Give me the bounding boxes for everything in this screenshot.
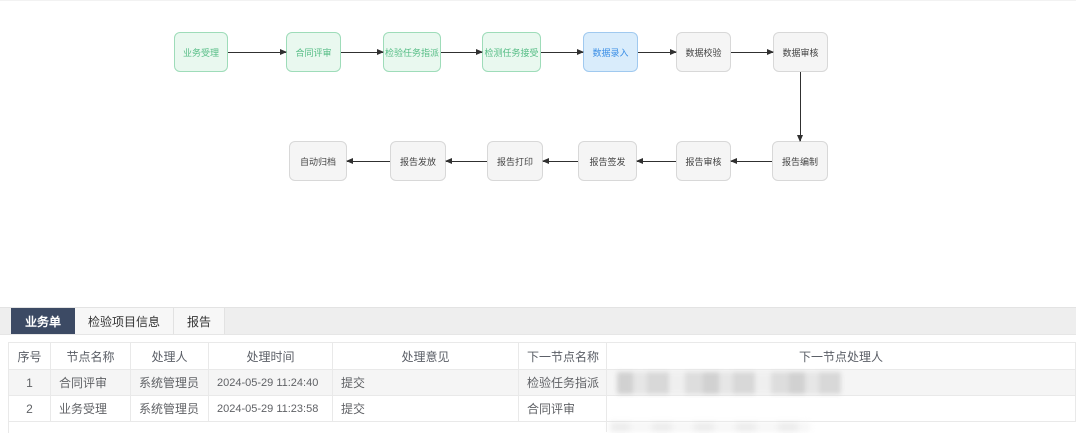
table-row[interactable]: 2 业务受理 系统管理员 2024-05-29 11:23:58 提交 合同评审	[8, 395, 1076, 422]
flow-node-contract-review: 合同评审	[286, 32, 341, 72]
flow-node-data-entry: 数据录入	[583, 32, 638, 72]
cell-handle-opinion: 提交	[332, 395, 519, 422]
cell-next-node-handler	[606, 395, 1076, 422]
cell-next-node-handler	[606, 369, 1076, 396]
workflow-diagram: 业务受理 合同评审 检验任务指派 检测任务接受 数据录入 数据校验 数据审核 报…	[0, 1, 1076, 241]
col-header-handle-time: 处理时间	[208, 342, 333, 370]
flow-arrow	[542, 158, 578, 164]
col-header-seq: 序号	[8, 342, 51, 370]
col-header-next-node-handler: 下一节点处理人	[606, 342, 1076, 370]
flow-arrow-down	[797, 72, 803, 142]
col-header-handle-opinion: 处理意见	[332, 342, 519, 370]
flow-arrow	[341, 49, 384, 55]
flow-node-auto-archive: 自动归档	[289, 141, 347, 181]
cell-node-name: 合同评审	[50, 369, 131, 396]
process-history-table: 序号 节点名称 处理人 处理时间 处理意见 下一节点名称 下一节点处理人 1 合…	[8, 342, 1076, 422]
cell-seq: 2	[8, 395, 51, 422]
flow-arrow	[445, 158, 487, 164]
cell-seq: 1	[8, 369, 51, 396]
flow-node-report-print: 报告打印	[487, 141, 543, 181]
redacted-handler-text	[617, 371, 841, 394]
flow-node-report-compile: 报告编制	[772, 141, 828, 181]
tab-inspection-item-info[interactable]: 检验项目信息	[75, 308, 175, 334]
table-row[interactable]: 1 合同评审 系统管理员 2024-05-29 11:24:40 提交 检验任务…	[8, 369, 1076, 396]
detail-tab-bar: 业务单 检验项目信息 报告	[0, 307, 1076, 335]
table-column-border-remnant	[606, 421, 607, 432]
flow-arrow	[346, 158, 390, 164]
flow-node-report-review: 报告审核	[676, 141, 731, 181]
col-header-next-node-name: 下一节点名称	[518, 342, 607, 370]
flow-arrow	[731, 49, 774, 55]
tab-report[interactable]: 报告	[174, 308, 226, 334]
flow-arrow	[636, 158, 676, 164]
tab-business-order[interactable]: 业务单	[11, 308, 76, 334]
flow-node-report-sign: 报告签发	[578, 141, 637, 181]
table-header-row: 序号 节点名称 处理人 处理时间 处理意见 下一节点名称 下一节点处理人	[8, 342, 1076, 370]
flow-node-data-audit: 数据审核	[773, 32, 828, 72]
cell-handle-opinion: 提交	[332, 369, 519, 396]
flow-node-inspection-task-assign: 检验任务指派	[383, 32, 441, 72]
flow-arrow	[228, 49, 287, 55]
cell-next-node-name: 合同评审	[518, 395, 607, 422]
flow-arrow	[730, 158, 772, 164]
redacted-smudge	[610, 422, 810, 432]
col-header-handler: 处理人	[130, 342, 209, 370]
col-header-node-name: 节点名称	[50, 342, 131, 370]
cell-handle-time: 2024-05-29 11:24:40	[208, 369, 333, 396]
cell-handle-time: 2024-05-29 11:23:58	[208, 395, 333, 422]
flow-node-business-acceptance: 业务受理	[174, 32, 228, 72]
cell-node-name: 业务受理	[50, 395, 131, 422]
cell-handler: 系统管理员	[130, 395, 209, 422]
flow-arrow	[441, 49, 483, 55]
flow-arrow	[541, 49, 584, 55]
flow-node-test-task-accept: 检测任务接受	[482, 32, 541, 72]
flow-node-report-issue: 报告发放	[390, 141, 446, 181]
cell-next-node-name: 检验任务指派	[518, 369, 607, 396]
table-left-border-remnant	[8, 421, 9, 433]
flow-arrow	[638, 49, 677, 55]
cell-handler: 系统管理员	[130, 369, 209, 396]
flow-node-data-check: 数据校验	[676, 32, 731, 72]
